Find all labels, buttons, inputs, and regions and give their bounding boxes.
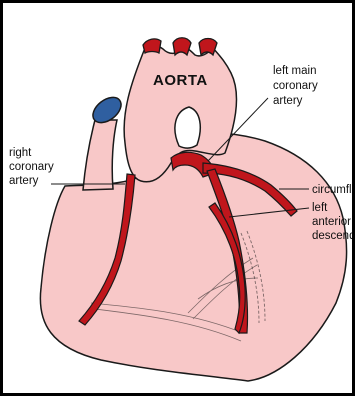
vena-cava bbox=[83, 120, 117, 190]
label-left-main-3: artery bbox=[273, 95, 303, 107]
aorta-inner-hole bbox=[175, 107, 200, 148]
label-lad-1: left bbox=[312, 202, 328, 214]
heart-diagram: AORTA left main coronary artery right co… bbox=[3, 3, 352, 393]
label-left-main-2: coronary bbox=[273, 80, 318, 92]
aortic-branch-3 bbox=[199, 39, 217, 56]
aortic-branch-1 bbox=[143, 39, 161, 53]
label-right-coronary-2: coronary bbox=[9, 161, 54, 173]
label-lad-2: anterior bbox=[312, 216, 351, 228]
label-right-coronary-1: right bbox=[9, 147, 32, 159]
label-aorta: AORTA bbox=[153, 72, 208, 89]
label-left-main-1: left main bbox=[273, 65, 316, 77]
aortic-branch-2 bbox=[173, 38, 191, 55]
label-right-coronary-3: artery bbox=[9, 175, 39, 187]
label-circumflex: circumflex bbox=[312, 184, 352, 196]
label-lad-3: descending bbox=[312, 230, 352, 242]
